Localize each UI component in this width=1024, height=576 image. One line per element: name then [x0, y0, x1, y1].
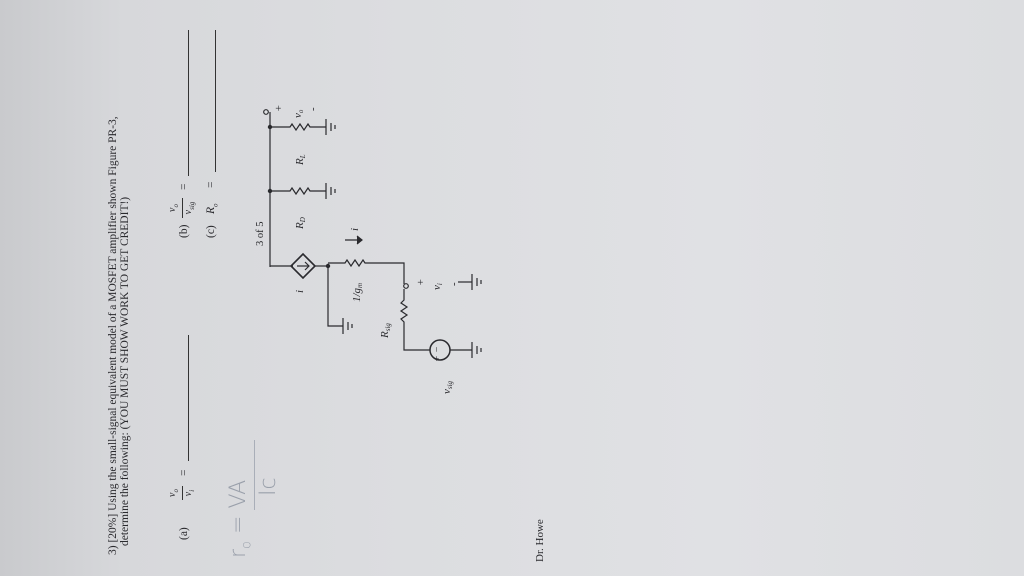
- ground-icon: [325, 119, 336, 135]
- ground-icon: [325, 183, 336, 199]
- vi-minus: -: [448, 282, 460, 286]
- resistor-rsig: [399, 289, 430, 351]
- rd-label: RD: [294, 217, 307, 230]
- rsig-label: Rsig: [379, 323, 392, 339]
- current-label: i: [349, 228, 361, 231]
- vi-label: vi: [431, 283, 444, 290]
- ground-icon: [471, 274, 482, 290]
- vo-label: vo: [292, 109, 305, 118]
- vo-minus: -: [307, 107, 319, 111]
- rl-label: RL: [294, 154, 307, 166]
- resistor-1-gm: [328, 258, 405, 284]
- dependent-current-source: [289, 252, 317, 280]
- dependent-source-label: i: [294, 290, 306, 293]
- resistor-rl: [270, 122, 326, 132]
- source-polarity: + −: [432, 346, 443, 362]
- output-terminal: [263, 109, 269, 115]
- input-terminal: [403, 283, 409, 289]
- ground-icon: [342, 318, 353, 334]
- resistor-rd: [270, 186, 326, 196]
- gm-resistor-label: 1/gm: [351, 283, 364, 302]
- vi-plus: +: [415, 279, 427, 286]
- vsig-label: vsig: [441, 380, 454, 394]
- ground-icon: [471, 342, 482, 358]
- vo-plus: +: [273, 105, 285, 112]
